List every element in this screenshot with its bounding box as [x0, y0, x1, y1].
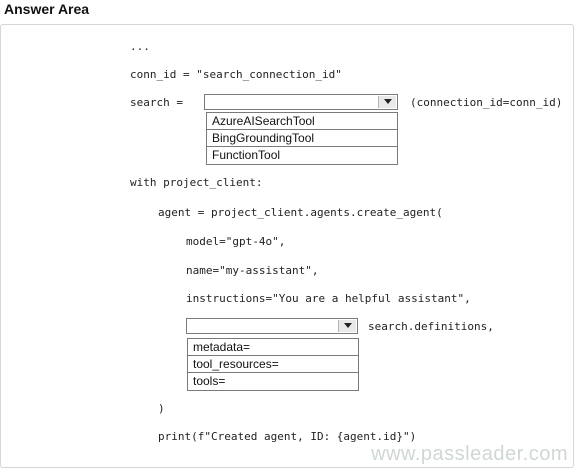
search-tool-dropdown-button[interactable] [378, 96, 396, 108]
code-search-prefix: search = [130, 96, 183, 109]
code-instructions-line: instructions="You are a helpful assistan… [186, 292, 471, 305]
code-close-paren: ) [158, 402, 165, 415]
watermark: www.passleader.com [371, 443, 568, 465]
option-azure-ai-search-tool[interactable]: AzureAISearchTool [207, 113, 397, 130]
search-tool-options: AzureAISearchTool BingGroundingTool Func… [206, 112, 398, 165]
code-conn-line: conn_id = "search_connection_id" [130, 68, 342, 81]
answer-area [0, 24, 574, 468]
code-print-line: print(f"Created agent, ID: {agent.id}") [158, 430, 417, 443]
answer-area-title: Answer Area [4, 1, 90, 17]
code-definitions-suffix: search.definitions, [368, 320, 494, 333]
code-search-suffix: (connection_id=conn_id) [410, 96, 563, 109]
chevron-down-icon [384, 99, 392, 104]
tool-param-dropdown-button[interactable] [338, 320, 356, 332]
option-tools[interactable]: tools= [193, 374, 226, 388]
option-function-tool[interactable]: FunctionTool [212, 148, 281, 162]
code-name-line: name="my-assistant", [186, 264, 319, 277]
code-agent-line: agent = project_client.agents.create_age… [158, 206, 443, 219]
option-metadata[interactable]: metadata= [188, 339, 358, 356]
tool-param-dropdown[interactable] [186, 318, 358, 334]
search-tool-dropdown[interactable] [204, 94, 398, 110]
code-ellipsis: ... [130, 40, 150, 53]
tool-param-options: metadata= tool_resources= tools= [187, 338, 359, 391]
code-with-line: with project_client: [130, 176, 263, 189]
chevron-down-icon [344, 323, 352, 328]
code-model-line: model="gpt-4o", [186, 235, 286, 248]
option-tool-resources[interactable]: tool_resources= [188, 356, 358, 373]
option-bing-grounding-tool[interactable]: BingGroundingTool [207, 130, 397, 147]
